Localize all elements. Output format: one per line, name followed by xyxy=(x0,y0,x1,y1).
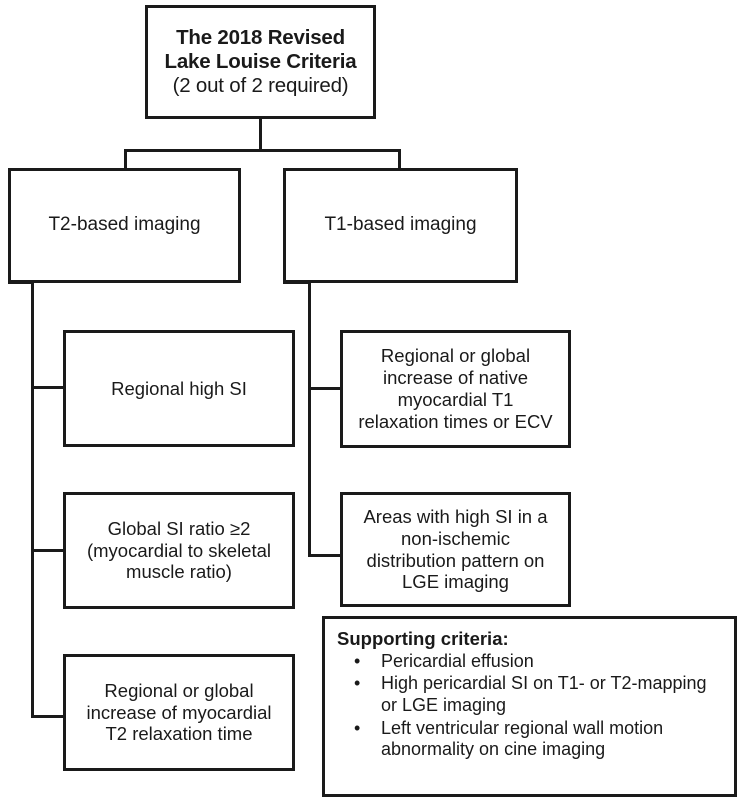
node-t2-leaf-2-text: Global SI ratio ≥2 (myocardial to skelet… xyxy=(86,517,272,583)
node-t1-leaf-2-text: Areas with high SI in a non-ischemic dis… xyxy=(363,505,548,593)
node-t1-leaf-lge-non-ischemic: Areas with high SI in a non-ischemic dis… xyxy=(340,492,571,607)
connector-t1-spine xyxy=(308,281,311,557)
bullet-icon: • xyxy=(354,673,361,694)
root-title-line2: Lake Louise Criteria xyxy=(164,49,357,73)
root-title-line1: The 2018 Revised xyxy=(176,25,345,49)
connector-t2-branch-3 xyxy=(31,715,65,718)
bullet-icon: • xyxy=(354,717,361,738)
supporting-criteria-item: • Pericardial effusion xyxy=(337,651,724,673)
node-t1-leaf-native-t1-ecv: Regional or global increase of native my… xyxy=(340,330,571,448)
root-subtitle: (2 out of 2 required) xyxy=(172,74,349,98)
connector-drop-t2 xyxy=(124,149,127,171)
node-t2-based-imaging: T2-based imaging xyxy=(8,168,241,283)
connector-t2-branch-1 xyxy=(31,386,65,389)
supporting-criteria-item-text: Left ventricular regional wall motion ab… xyxy=(381,717,664,760)
node-t1-based-imaging: T1-based imaging xyxy=(283,168,518,283)
connector-t1-branch-1 xyxy=(308,387,342,390)
bullet-icon: • xyxy=(354,650,361,671)
connector-level2-bar xyxy=(124,149,401,152)
connector-t2-branch-2 xyxy=(31,549,65,552)
connector-root-stem xyxy=(259,118,262,151)
node-t2-leaf-3-text: Regional or global increase of myocardia… xyxy=(86,679,272,745)
node-t2-leaf-global-si-ratio: Global SI ratio ≥2 (myocardial to skelet… xyxy=(63,492,295,609)
supporting-criteria-item-text: Pericardial effusion xyxy=(381,650,534,671)
node-t2-label: T2-based imaging xyxy=(48,214,201,236)
supporting-criteria-item: • Left ventricular regional wall motion … xyxy=(337,718,724,761)
node-t2-leaf-t2-relaxation-time: Regional or global increase of myocardia… xyxy=(63,654,295,771)
supporting-criteria-list: • Pericardial effusion • High pericardia… xyxy=(337,651,724,761)
node-t1-label: T1-based imaging xyxy=(324,214,477,236)
node-t1-leaf-1-text: Regional or global increase of native my… xyxy=(358,345,553,432)
supporting-criteria-item-text: High pericardial SI on T1- or T2-mapping… xyxy=(381,673,707,716)
supporting-criteria-panel: Supporting criteria: • Pericardial effus… xyxy=(322,616,737,797)
node-t2-leaf-regional-high-si: Regional high SI xyxy=(63,330,295,447)
node-t2-leaf-1-text: Regional high SI xyxy=(111,377,247,399)
connector-t2-spine xyxy=(31,281,34,718)
supporting-criteria-title: Supporting criteria: xyxy=(337,628,509,649)
supporting-criteria-item: • High pericardial SI on T1- or T2-mappi… xyxy=(337,673,724,716)
connector-t1-branch-2 xyxy=(308,554,342,557)
connector-drop-t1 xyxy=(398,149,401,171)
